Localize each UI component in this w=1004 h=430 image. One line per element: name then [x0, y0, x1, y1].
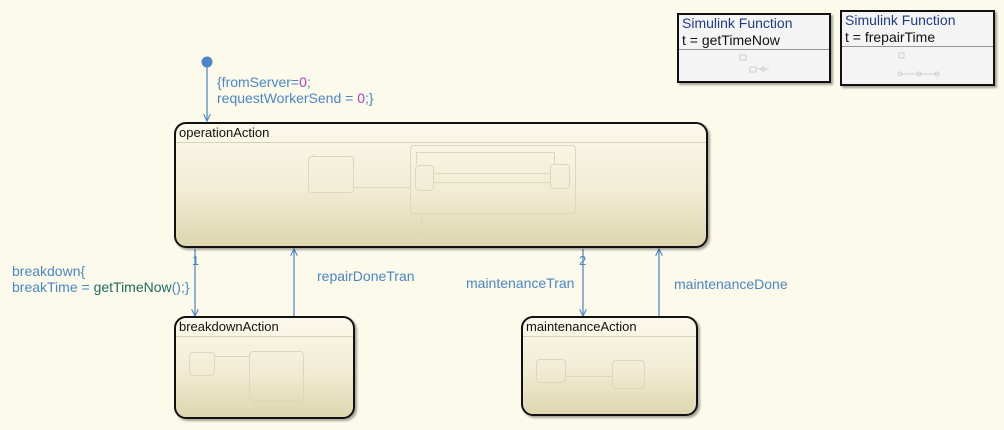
state-divider [523, 336, 696, 337]
default-transition-dot[interactable] [201, 56, 213, 68]
function-divider [679, 49, 829, 50]
state-breakdown-action[interactable]: breakdownAction [174, 316, 355, 419]
function-body-preview [679, 50, 829, 81]
state-divider [176, 336, 353, 337]
simulink-function-get-time-now[interactable]: Simulink Function t = getTimeNow [677, 13, 831, 83]
state-breakdown-action-name: breakdownAction [179, 319, 279, 334]
state-divider [176, 142, 706, 143]
breakdown-transition-label[interactable]: breakdown{ breakTime = getTimeNow();} [12, 263, 190, 295]
repair-done-transition-label[interactable]: repairDoneTran [317, 268, 415, 284]
state-operation-action-name: operationAction [179, 125, 270, 140]
function-body-preview [842, 47, 993, 84]
simulink-function-signature: t = frepairTime [845, 29, 936, 45]
maintenance-transition-label[interactable]: maintenanceTran [466, 275, 575, 291]
state-operation-action[interactable]: operationAction [174, 122, 708, 248]
simulink-function-frepair-time[interactable]: Simulink Function t = frepairTime [840, 10, 995, 86]
default-transition-label[interactable]: {fromServer=0; requestWorkerSend = 0;} [217, 74, 374, 106]
state-maintenance-action-name: maintenanceAction [526, 319, 637, 334]
simulink-function-kind: Simulink Function [682, 15, 793, 31]
function-divider [842, 46, 993, 47]
simulink-function-signature: t = getTimeNow [682, 32, 780, 48]
state-maintenance-action[interactable]: maintenanceAction [521, 316, 698, 416]
simulink-function-kind: Simulink Function [845, 12, 956, 28]
breakdown-transition-order: 1 [192, 253, 200, 268]
maintenance-done-transition-label[interactable]: maintenanceDone [674, 276, 788, 292]
maintenance-transition-order: 2 [579, 253, 587, 268]
